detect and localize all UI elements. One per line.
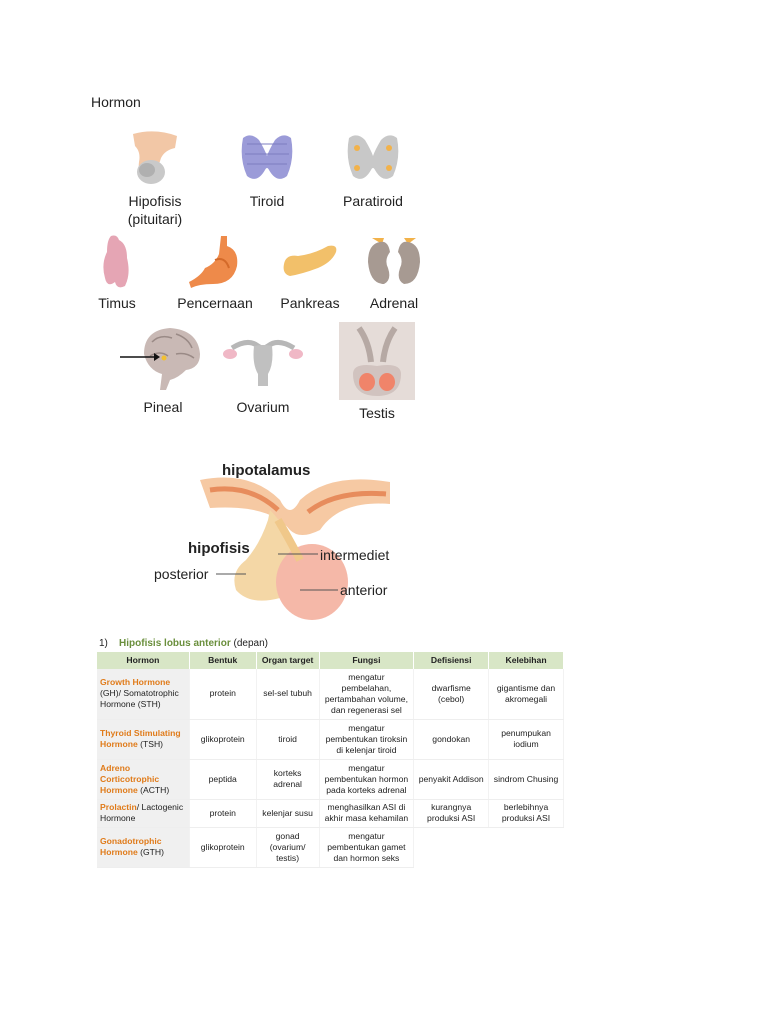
- organ-label: Testis: [359, 405, 395, 421]
- cell-kelebihan: [488, 827, 564, 867]
- cell-bentuk: protein: [189, 669, 257, 720]
- cell-target: kelenjar susu: [256, 799, 320, 828]
- cell-hormon: Thyroid Stimulating Hormone (TSH): [97, 719, 190, 760]
- hormone-name-rest: (TSH): [140, 739, 164, 749]
- cell-target: tiroid: [256, 719, 320, 760]
- cell-kelebihan: gigantisme dan akromegali: [488, 669, 564, 720]
- table-row: Prolactin/ Lactogenic Hormone protein ke…: [97, 799, 564, 828]
- label-hipotalamus: hipotalamus: [222, 462, 311, 479]
- organ-label: Timus: [98, 295, 136, 311]
- thyroid-icon: [241, 135, 293, 179]
- table-row: Gonadotrophic Hormone (GTH) glikoprotein…: [97, 827, 564, 868]
- organ-label: Tiroid: [249, 193, 285, 209]
- cell-bentuk: protein: [189, 799, 257, 828]
- col-bentuk: Bentuk: [189, 652, 257, 669]
- section-highlight: Hipofisis lobus anterior: [119, 638, 231, 649]
- organ-label: Adrenal: [369, 295, 419, 311]
- organ-adrenal: Adrenal: [344, 234, 444, 312]
- organ-timus: Timus: [85, 234, 149, 312]
- section-suffix: (depan): [233, 638, 268, 649]
- cell-target: korteks adrenal: [256, 759, 320, 800]
- thymus-icon: [103, 235, 129, 288]
- section-number: 1): [99, 638, 108, 649]
- cell-hormon: Prolactin/ Lactogenic Hormone: [97, 799, 190, 828]
- cell-fungsi: mengatur pembentukan tiroksin di kelenja…: [319, 719, 415, 760]
- organ-label: Pankreas: [280, 295, 340, 311]
- brain-icon: [120, 328, 200, 390]
- label-intermediet: intermediet: [320, 547, 390, 563]
- cell-fungsi: mengatur pembelahan, pertambahan volume,…: [319, 669, 415, 720]
- cell-bentuk: glikoprotein: [189, 719, 257, 760]
- organ-ovarium: Ovarium: [210, 324, 316, 416]
- hormone-name-rest: (GH)/ Somatotrophic Hormone (STH): [100, 688, 179, 710]
- hormone-name-rest: (GTH): [140, 847, 164, 857]
- pituitary-diagram: hipotalamus hipofisis intermediet poster…: [150, 460, 430, 625]
- cell-hormon: Gonadotrophic Hormone (GTH): [97, 827, 190, 868]
- table-header-row: Hormon Bentuk Organ target Fungsi Defisi…: [97, 652, 564, 669]
- organ-pankreas: Pankreas: [260, 234, 360, 312]
- col-organ-target: Organ target: [256, 652, 320, 669]
- cell-kelebihan: penumpukan iodium: [488, 719, 564, 760]
- table-row: Adreno Corticotrophic Hormone (ACTH) pep…: [97, 759, 564, 800]
- organ-hipofisis: Hipofisis (pituitari): [102, 128, 208, 228]
- organ-paratiroid: Paratiroid: [320, 128, 426, 210]
- hormone-name: Growth Hormone: [100, 677, 171, 688]
- cell-bentuk: peptida: [189, 759, 257, 800]
- cell-kelebihan: berlebihnya produksi ASI: [488, 799, 564, 828]
- cell-defisiensi: [413, 827, 489, 867]
- cell-fungsi: mengatur pembentukan hormon pada korteks…: [319, 759, 415, 800]
- cell-hormon: Adreno Corticotrophic Hormone (ACTH): [97, 759, 190, 800]
- hormone-name-rest: / Lactogenic Hormone: [100, 802, 184, 823]
- parathyroid-icon: [347, 135, 399, 179]
- organ-label: Pencernaan: [177, 295, 253, 311]
- uterus-icon: [223, 340, 303, 386]
- cell-defisiensi: kurangnya produksi ASI: [413, 799, 490, 828]
- hormone-name-rest: (ACTH): [140, 784, 170, 795]
- table-row: Growth Hormone(GH)/ Somatotrophic Hormon…: [97, 669, 564, 720]
- organ-label: Ovarium: [236, 399, 290, 415]
- organ-testis: Testis: [324, 322, 430, 422]
- organ-pineal: Pineal: [110, 324, 216, 416]
- cell-bentuk: glikoprotein: [189, 827, 257, 868]
- label-hipofisis: hipofisis: [188, 540, 250, 557]
- table-row: Thyroid Stimulating Hormone (TSH) glikop…: [97, 719, 564, 760]
- cell-hormon: Growth Hormone(GH)/ Somatotrophic Hormon…: [97, 669, 190, 720]
- cell-defisiensi: gondokan: [413, 719, 490, 760]
- leader-lines: [216, 553, 338, 591]
- stomach-icon: [189, 236, 238, 288]
- cell-target: sel-sel tubuh: [256, 669, 320, 720]
- section-heading: 1) Hipofisis lobus anterior (depan): [99, 638, 268, 649]
- col-defisiensi: Defisiensi: [413, 652, 490, 669]
- organ-label-sub: (pituitari): [127, 211, 183, 227]
- cell-defisiensi: penyakit Addison: [413, 759, 490, 800]
- hormone-name: Adreno Corticotrophic Hormone: [100, 762, 160, 795]
- testis-icon: [339, 322, 415, 400]
- endocrine-organs-figure: Hipofisis (pituitari) Tiroid Paratiroid …: [98, 128, 430, 428]
- hormone-name: Gonadotrophic Hormone: [100, 836, 162, 857]
- hormone-name: Thyroid Stimulating Hormone: [100, 728, 181, 749]
- organ-pencernaan: Pencernaan: [160, 234, 270, 312]
- cell-fungsi: menghasilkan ASI di akhir masa kehamilan: [319, 799, 415, 828]
- cell-target: gonad (ovarium/ testis): [256, 827, 320, 868]
- hormone-table: Hormon Bentuk Organ target Fungsi Defisi…: [97, 652, 564, 868]
- cell-defisiensi: dwarfisme (cebol): [413, 669, 490, 720]
- organ-label: Pineal: [143, 399, 183, 415]
- cell-kelebihan: sindrom Chusing: [488, 759, 564, 800]
- page-title: Hormon: [91, 94, 141, 110]
- col-fungsi: Fungsi: [319, 652, 415, 669]
- organ-tiroid: Tiroid: [214, 128, 320, 210]
- col-kelebihan: Kelebihan: [488, 652, 564, 669]
- organ-label: Hipofisis: [128, 193, 182, 209]
- cell-fungsi: mengatur pembentukan gamet dan hormon se…: [319, 827, 415, 868]
- pancreas-icon: [283, 245, 337, 276]
- organ-label: Paratiroid: [343, 193, 403, 209]
- label-anterior: anterior: [340, 582, 388, 598]
- pituitary-illustration: [200, 477, 390, 620]
- col-hormon: Hormon: [97, 652, 190, 669]
- kidney-icon: [368, 238, 420, 284]
- label-posterior: posterior: [154, 566, 209, 582]
- pituitary-icon: [133, 131, 177, 184]
- hormone-name: Prolactin: [100, 802, 137, 812]
